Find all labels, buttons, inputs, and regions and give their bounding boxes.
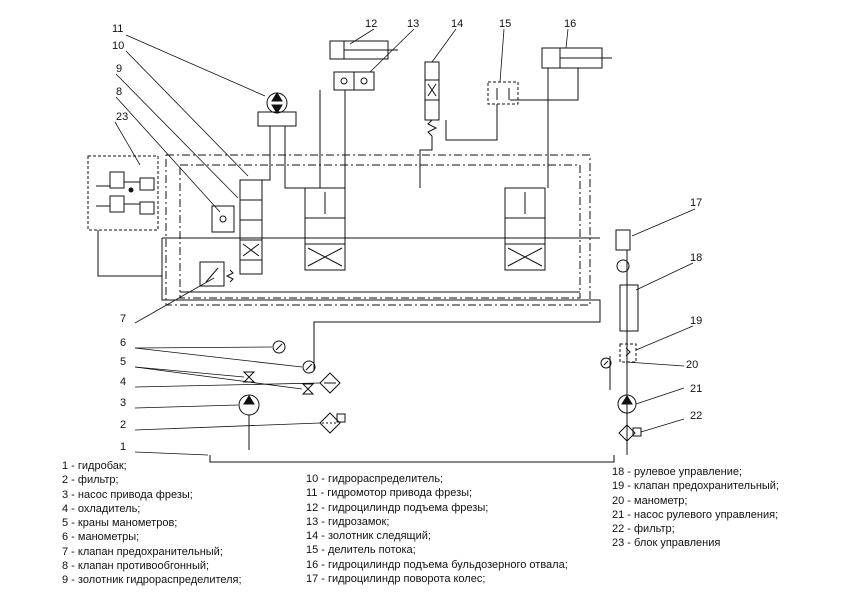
- callout-3: 3: [120, 397, 126, 409]
- callout-23: 23: [116, 111, 128, 123]
- callout-14: 14: [451, 18, 463, 30]
- legend-item: 20 - манометр;: [612, 494, 688, 507]
- follower-spool: [424, 61, 440, 137]
- hydraulic-lock: [333, 71, 375, 91]
- legend-item: 22 - фильтр;: [612, 523, 675, 536]
- legend-item: 13 - гидрозамок;: [306, 515, 390, 528]
- motor-line: [240, 126, 271, 181]
- legend-column-1: 1 - гидробак; 2 - фильтр; 3 - насос прив…: [62, 459, 242, 588]
- legend-column-2: 10 - гидрораспределитель; 11 - гидромото…: [306, 472, 568, 586]
- legend-item: 17 - гидроцилиндр поворота колес;: [306, 573, 486, 586]
- spool-section-2: [304, 187, 346, 271]
- return-line: [97, 230, 162, 277]
- legend-item: 18 - рулевое управление;: [612, 466, 743, 478]
- legend-item: 11 - гидромотор привода фрезы;: [306, 487, 473, 500]
- flow-divider: [487, 81, 519, 105]
- divider-line: [445, 104, 498, 141]
- legend-item: 23 - блок управления: [612, 537, 721, 550]
- tank-line: [209, 455, 615, 463]
- callout-15: 15: [499, 18, 511, 30]
- steering-cylinder-17: [615, 229, 631, 273]
- callout-18: 18: [690, 252, 702, 264]
- relief-valve-19: [619, 343, 637, 363]
- legend-item: 10 - гидрораспределитель;: [306, 473, 444, 485]
- cyl16-line-2: [510, 68, 579, 101]
- legend-item: 1 - гидробак;: [62, 460, 127, 472]
- distributor-inner-frame: [179, 164, 581, 299]
- callout-12: 12: [365, 18, 377, 30]
- control-block-valves: [96, 171, 155, 215]
- callout-21: 21: [690, 383, 702, 395]
- legend-item: 5 - краны манометров;: [62, 517, 178, 530]
- gauge-cock-5: [242, 371, 315, 395]
- callout-11: 11: [112, 23, 123, 35]
- callout-8: 8: [116, 86, 122, 98]
- callout-4: 4: [120, 376, 126, 388]
- callout-5: 5: [120, 356, 126, 368]
- gauge-6b: [302, 360, 316, 374]
- legend-item: 21 - насос рулевого управления;: [612, 508, 779, 521]
- pump-3: [238, 394, 260, 450]
- callout-1: 1: [120, 441, 126, 453]
- spool-section-3: [504, 187, 546, 271]
- cylinder-16: [541, 47, 612, 69]
- pressure-line: [161, 238, 601, 370]
- gauge-6: [272, 340, 286, 354]
- legend-item: 9 - золотник гидрораспределителя;: [62, 574, 242, 587]
- leader-lines: [114, 28, 696, 456]
- legend-item: 6 - манометры;: [62, 531, 140, 544]
- gauge-20: [600, 357, 612, 369]
- filter-22: [618, 424, 642, 442]
- legend-column-3: 18 - рулевое управление; 19 - клапан пре…: [612, 465, 779, 551]
- callout-numbers: 11 10 9 8 23 12 13 14 15 16 17 18 19 20 …: [112, 18, 702, 453]
- callout-19: 19: [690, 315, 702, 327]
- distributor-frame: [165, 154, 591, 306]
- legend-item: 16 - гидроцилиндр подъема бульдозерного …: [306, 558, 568, 571]
- spool14-line: [419, 136, 433, 188]
- callout-17: 17: [690, 197, 702, 209]
- legend-item: 12 - гидроцилиндр подъема фрезы;: [306, 501, 489, 514]
- callout-7: 7: [120, 313, 126, 325]
- spool-section-1: [239, 179, 263, 275]
- steering-unit-18: [619, 284, 639, 332]
- relief-valve-7: [199, 261, 234, 287]
- legend-item: 7 - клапан предохранительный;: [62, 545, 223, 558]
- legend-item: 15 - делитель потока;: [306, 544, 416, 557]
- check-valve-8: [211, 205, 235, 233]
- legend-item: 8 - клапан противообгонный;: [62, 560, 210, 573]
- legend-item: 2 - фильтр;: [62, 474, 119, 487]
- callout-2: 2: [120, 419, 126, 431]
- legend-item: 3 - насос привода фрезы;: [62, 488, 193, 501]
- legend-item: 14 - золотник следящий;: [306, 530, 431, 543]
- callout-16: 16: [564, 18, 576, 30]
- hydraulic-motor: [257, 92, 297, 127]
- cooler-4: [319, 372, 341, 394]
- control-block: [87, 155, 159, 231]
- motor-line-2: [284, 126, 305, 189]
- legend-item: 4 - охладитель;: [62, 502, 141, 515]
- callout-10: 10: [112, 40, 124, 52]
- callout-9: 9: [116, 63, 122, 75]
- callout-22: 22: [690, 410, 702, 422]
- callout-20: 20: [686, 359, 698, 371]
- legend-item: 19 - клапан предохранительный;: [612, 480, 780, 493]
- callout-6: 6: [120, 337, 126, 349]
- cylinder-12: [329, 40, 398, 60]
- filter-2: [319, 412, 346, 434]
- callout-13: 13: [407, 18, 419, 30]
